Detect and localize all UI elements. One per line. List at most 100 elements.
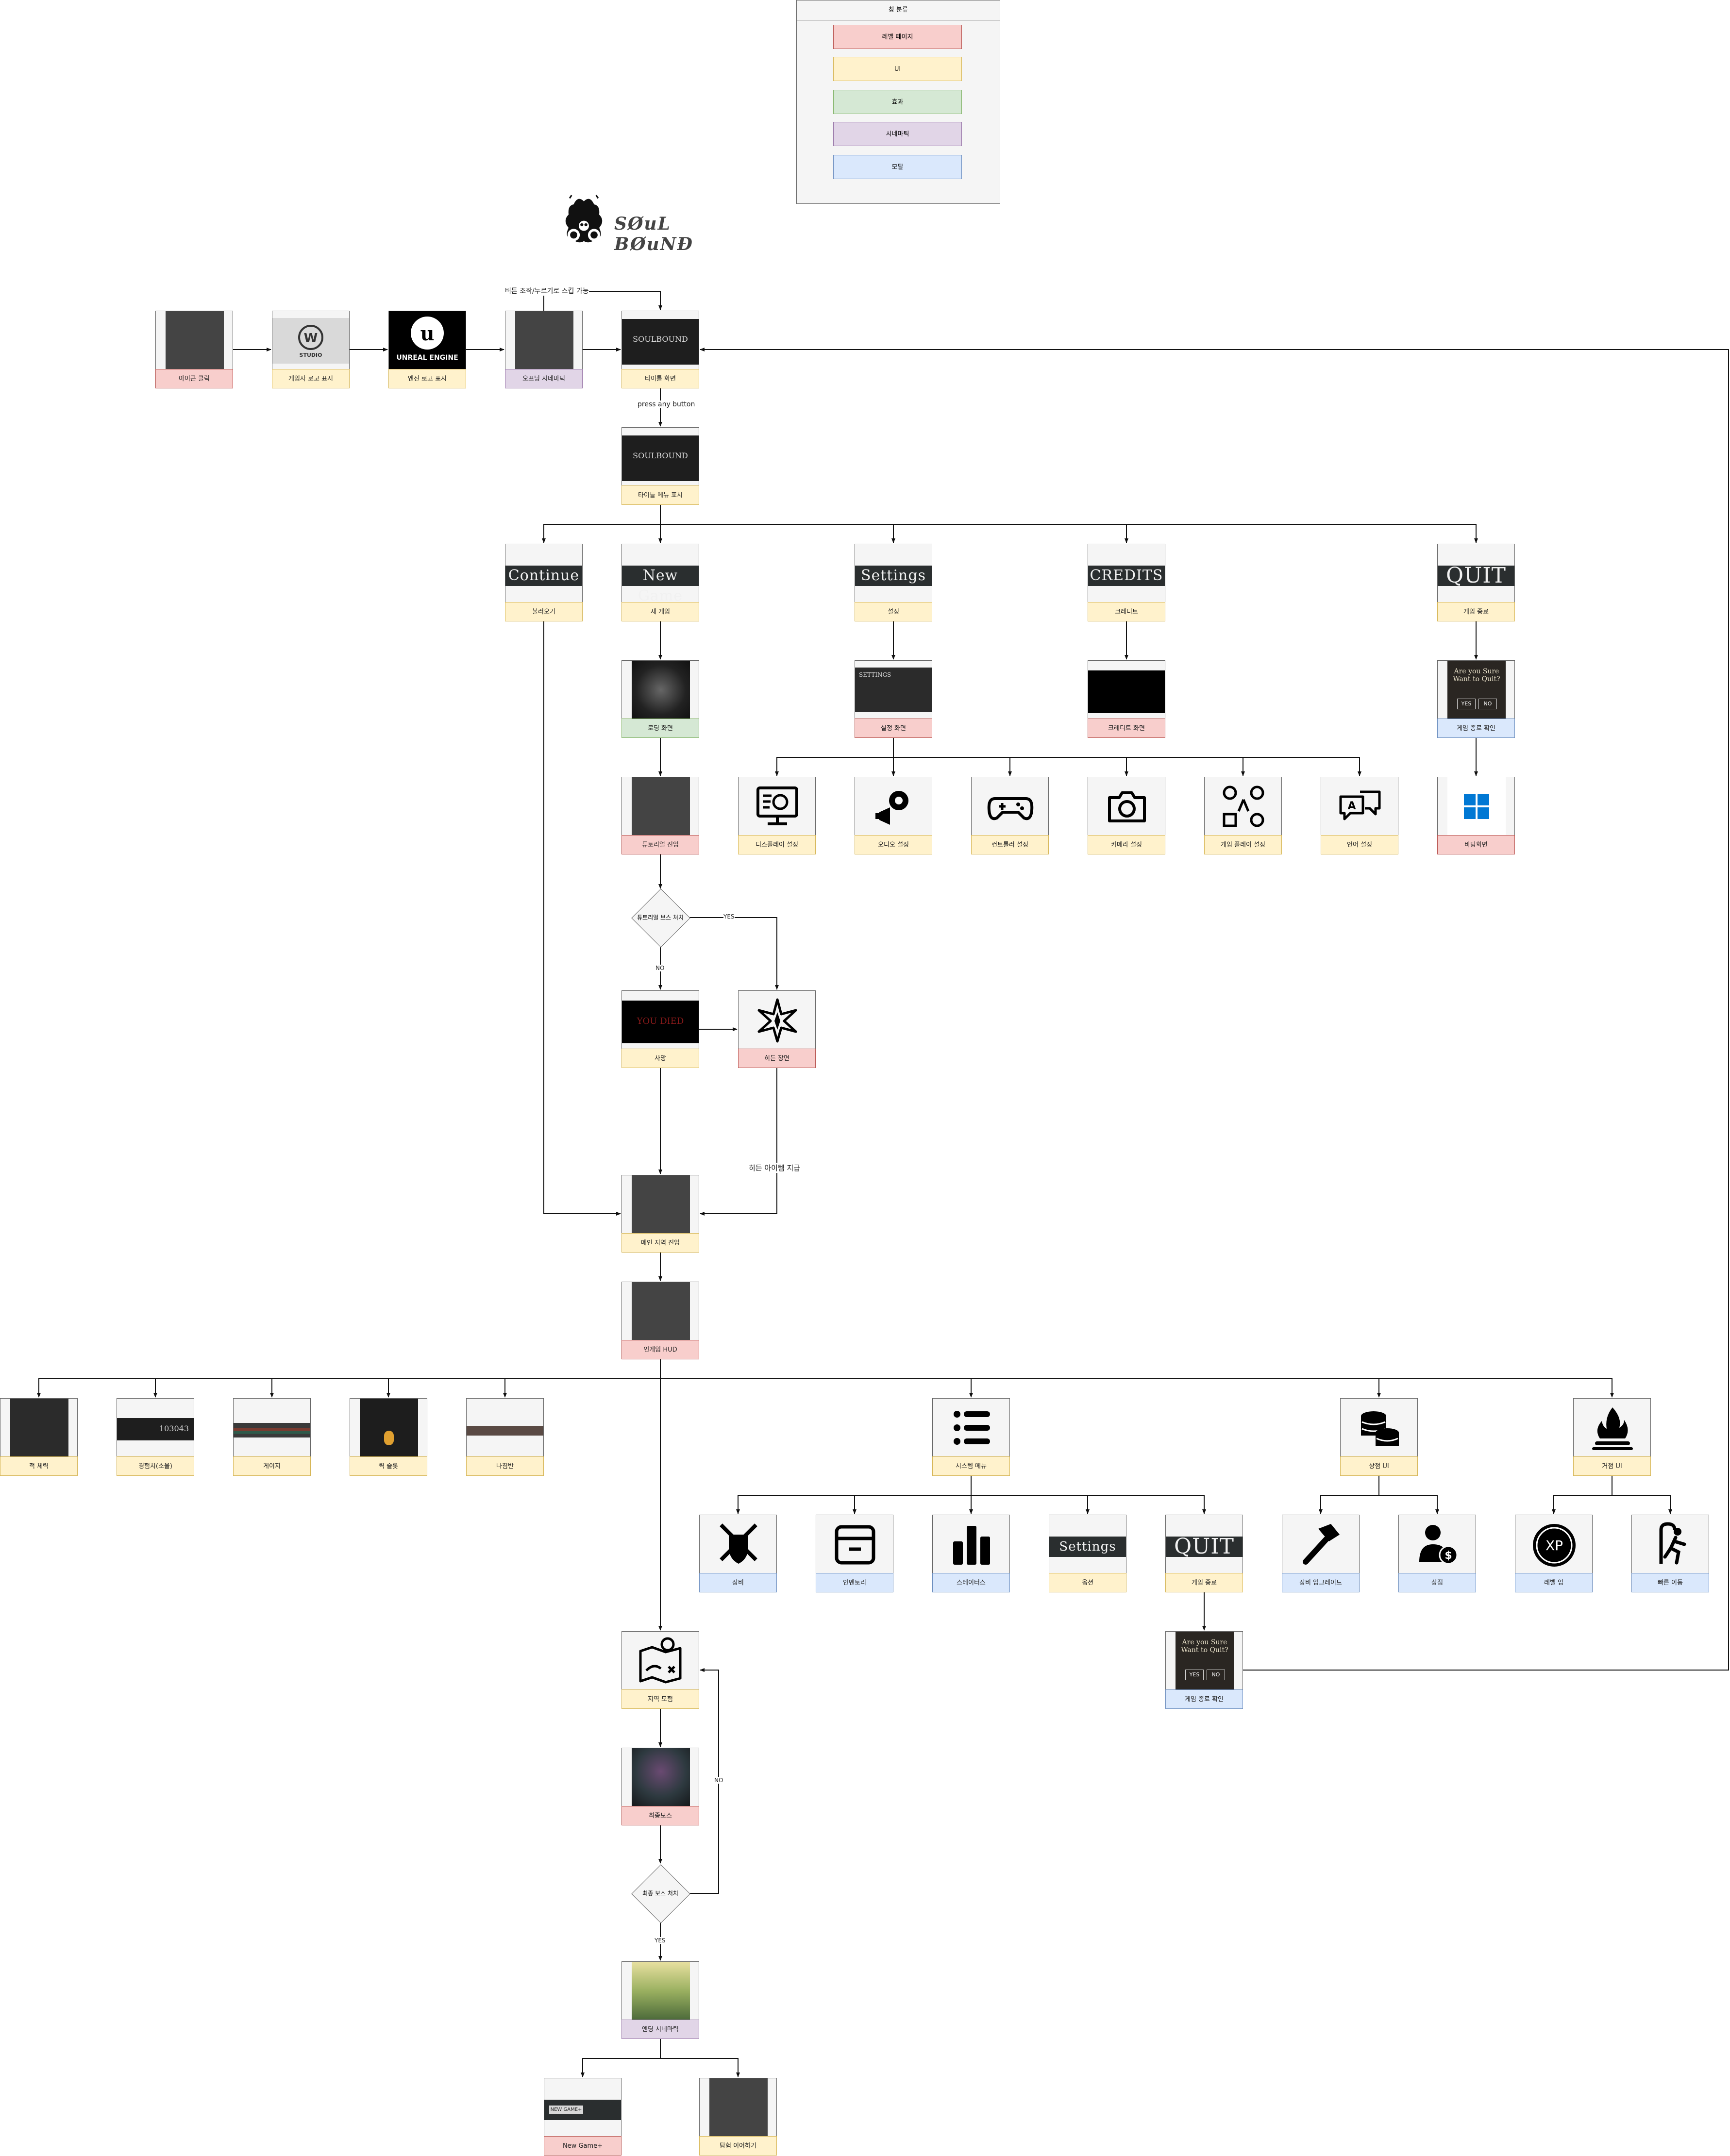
node-main-area[interactable]: 메인 지역 진입 <box>621 1175 699 1253</box>
node-label: 메인 지역 진입 <box>621 1233 699 1253</box>
ngplus-text: NEW GAME+ <box>549 2106 583 2114</box>
node-new-game-plus[interactable]: NEW GAME+ New Game+ <box>544 2078 621 2156</box>
node-camera[interactable]: 카메라 설정 <box>1088 777 1165 854</box>
edge <box>1379 1495 1439 1514</box>
castle-knight-thumbnail <box>166 311 224 369</box>
node-fast-travel[interactable]: 빠른 이동 <box>1631 1515 1709 1592</box>
node-game-quit[interactable]: QUIT 게임 종료 <box>1165 1515 1243 1592</box>
gauge-thumbnail <box>234 1423 310 1437</box>
node-ingame-hud[interactable]: 인게임 HUD <box>621 1282 699 1359</box>
bar-chart-icon <box>953 1526 990 1565</box>
node-controller[interactable]: 컨트롤러 설정 <box>971 777 1049 854</box>
node-dev-logo[interactable]: W STUDIO 게임사 로고 표시 <box>272 311 350 388</box>
new-game-wordart: New Game <box>622 566 699 604</box>
node-credits-screen[interactable]: 크레디트 화면 <box>1088 660 1165 738</box>
edge <box>689 917 779 990</box>
node-explore[interactable]: 지역 모험 <box>621 1631 699 1709</box>
node-audio[interactable]: 오디오 설정 <box>855 777 932 854</box>
node-continue[interactable]: Continue 불러오기 <box>505 544 583 621</box>
node-final-boss[interactable]: 최종보스 <box>621 1748 699 1825</box>
node-gear-upgrade[interactable]: 장비 업그레이드 <box>1282 1515 1360 1592</box>
node-opening[interactable]: 오프닝 시네마틱 <box>505 311 583 388</box>
node-label: 레벨 업 <box>1515 1573 1593 1592</box>
node-gameplay[interactable]: 게임 플레이 설정 <box>1204 777 1282 854</box>
ending-thumbnail <box>632 1962 690 2020</box>
node-settings-screen[interactable]: SETTINGS 설정 화면 <box>855 660 932 738</box>
portal-runner-icon <box>1659 1522 1686 1565</box>
node-enemy-hp[interactable]: 적 체력 <box>0 1398 78 1476</box>
node-credits[interactable]: CREDITS 크레디트 <box>1088 544 1165 621</box>
tutorial-thumbnail <box>632 777 690 836</box>
node-label: 게이지 <box>233 1456 311 1476</box>
node-inventory[interactable]: 인벤토리 <box>816 1515 893 1592</box>
node-label: 새 게임 <box>621 602 699 621</box>
legend-item-modal: 모달 <box>833 155 962 179</box>
hammer-icon <box>1303 1524 1340 1565</box>
node-display[interactable]: 디스플레이 설정 <box>738 777 816 854</box>
node-quit[interactable]: QUIT 게임 종료 <box>1437 544 1515 621</box>
node-stats[interactable]: 스테이터스 <box>932 1515 1010 1592</box>
node-label: 엔진 로고 표시 <box>388 369 466 388</box>
node-system-menu[interactable]: 시스템 메뉴 <box>932 1398 1010 1476</box>
node-title-menu[interactable]: SOULBOUND 타이틀 메뉴 표시 <box>621 427 699 505</box>
legend-item-cinematic: 시네마틱 <box>833 122 962 146</box>
windows-thumbnail <box>1447 777 1506 836</box>
node-quick-slot[interactable]: 퀵 슬롯 <box>350 1398 427 1476</box>
node-compass[interactable]: 나침반 <box>466 1398 544 1476</box>
edge <box>660 2058 740 2077</box>
node-settings[interactable]: Settings 설정 <box>855 544 932 621</box>
edge-label-no: NO <box>655 965 665 971</box>
camera-icon <box>1108 791 1146 822</box>
node-label: 오프닝 시네마틱 <box>505 369 583 388</box>
node-equipment[interactable]: 장비 <box>699 1515 777 1592</box>
node-quit-confirm-2[interactable]: Are you Sure Want to Quit? YES NO 게임 종료 … <box>1165 1631 1243 1709</box>
node-tutorial[interactable]: 튜토리얼 진입 <box>621 777 699 854</box>
flask-icon <box>384 1431 394 1445</box>
game-quit-wordart: QUIT <box>1166 1536 1243 1557</box>
node-label: 게임 종료 <box>1165 1573 1243 1592</box>
credits-screen-thumbnail <box>1088 670 1165 713</box>
node-bonfire-ui[interactable]: 거점 UI <box>1573 1398 1651 1476</box>
node-gauge[interactable]: 게이지 <box>233 1398 311 1476</box>
node-engine-logo[interactable]: u UNREAL ENGINE 엔진 로고 표시 <box>388 311 466 388</box>
node-desktop[interactable]: 바탕화면 <box>1437 777 1515 854</box>
bear-emblem-icon <box>565 195 603 243</box>
edge <box>893 757 1361 776</box>
node-hidden-scene[interactable]: 히든 장면 <box>738 990 816 1068</box>
node-label: 최종보스 <box>621 1806 699 1825</box>
coins-stack-icon <box>1361 1411 1399 1446</box>
svg-text:A: A <box>1347 800 1356 812</box>
quit-wordart: QUIT <box>1438 565 1514 586</box>
node-label: 로딩 화면 <box>621 719 699 738</box>
crossed-swords-shield-icon <box>720 1523 757 1564</box>
node-shop-ui[interactable]: 상점 UI <box>1340 1398 1418 1476</box>
node-label: 불러오기 <box>505 602 583 621</box>
node-death[interactable]: YOU DIED 사망 <box>621 990 699 1068</box>
main-area-thumbnail <box>632 1175 690 1234</box>
node-language[interactable]: A 언어 설정 <box>1321 777 1398 854</box>
settings-wordart: Settings <box>855 566 932 586</box>
node-exp[interactable]: 103043 경험치(소울) <box>117 1398 194 1476</box>
node-label: 지역 모험 <box>621 1689 699 1709</box>
edge <box>1379 1378 1614 1398</box>
node-options[interactable]: Settings 옵션 <box>1049 1515 1126 1592</box>
title-menu-thumbnail: SOULBOUND <box>622 435 699 481</box>
node-title-screen[interactable]: SOULBOUND 타이틀 화면 <box>621 311 699 388</box>
node-quit-confirm[interactable]: Are you Sure Want to Quit? YES NO 게임 종료 … <box>1437 660 1515 738</box>
node-ending[interactable]: 엔딩 시네마틱 <box>621 1961 699 2039</box>
node-icon-click[interactable]: 아이콘 클릭 <box>155 311 233 388</box>
list-menu-icon <box>954 1411 990 1445</box>
node-continue-explore[interactable]: 탐험 이어하기 <box>699 2078 777 2156</box>
svg-text:W: W <box>304 331 318 346</box>
edge <box>971 1495 1090 1514</box>
node-label: 크레디트 화면 <box>1088 719 1165 738</box>
node-loading[interactable]: 로딩 화면 <box>621 660 699 738</box>
xp-text: XP <box>1545 1538 1563 1554</box>
quit-confirm-thumbnail: Are you Sure Want to Quit? YES NO <box>1447 661 1506 719</box>
node-level-up[interactable]: XP 레벨 업 <box>1515 1515 1593 1592</box>
edge <box>700 1068 777 1216</box>
node-label: 설정 <box>855 602 932 621</box>
node-new-game[interactable]: New Game 새 게임 <box>621 544 699 621</box>
node-shop[interactable]: $ 상점 <box>1398 1515 1476 1592</box>
